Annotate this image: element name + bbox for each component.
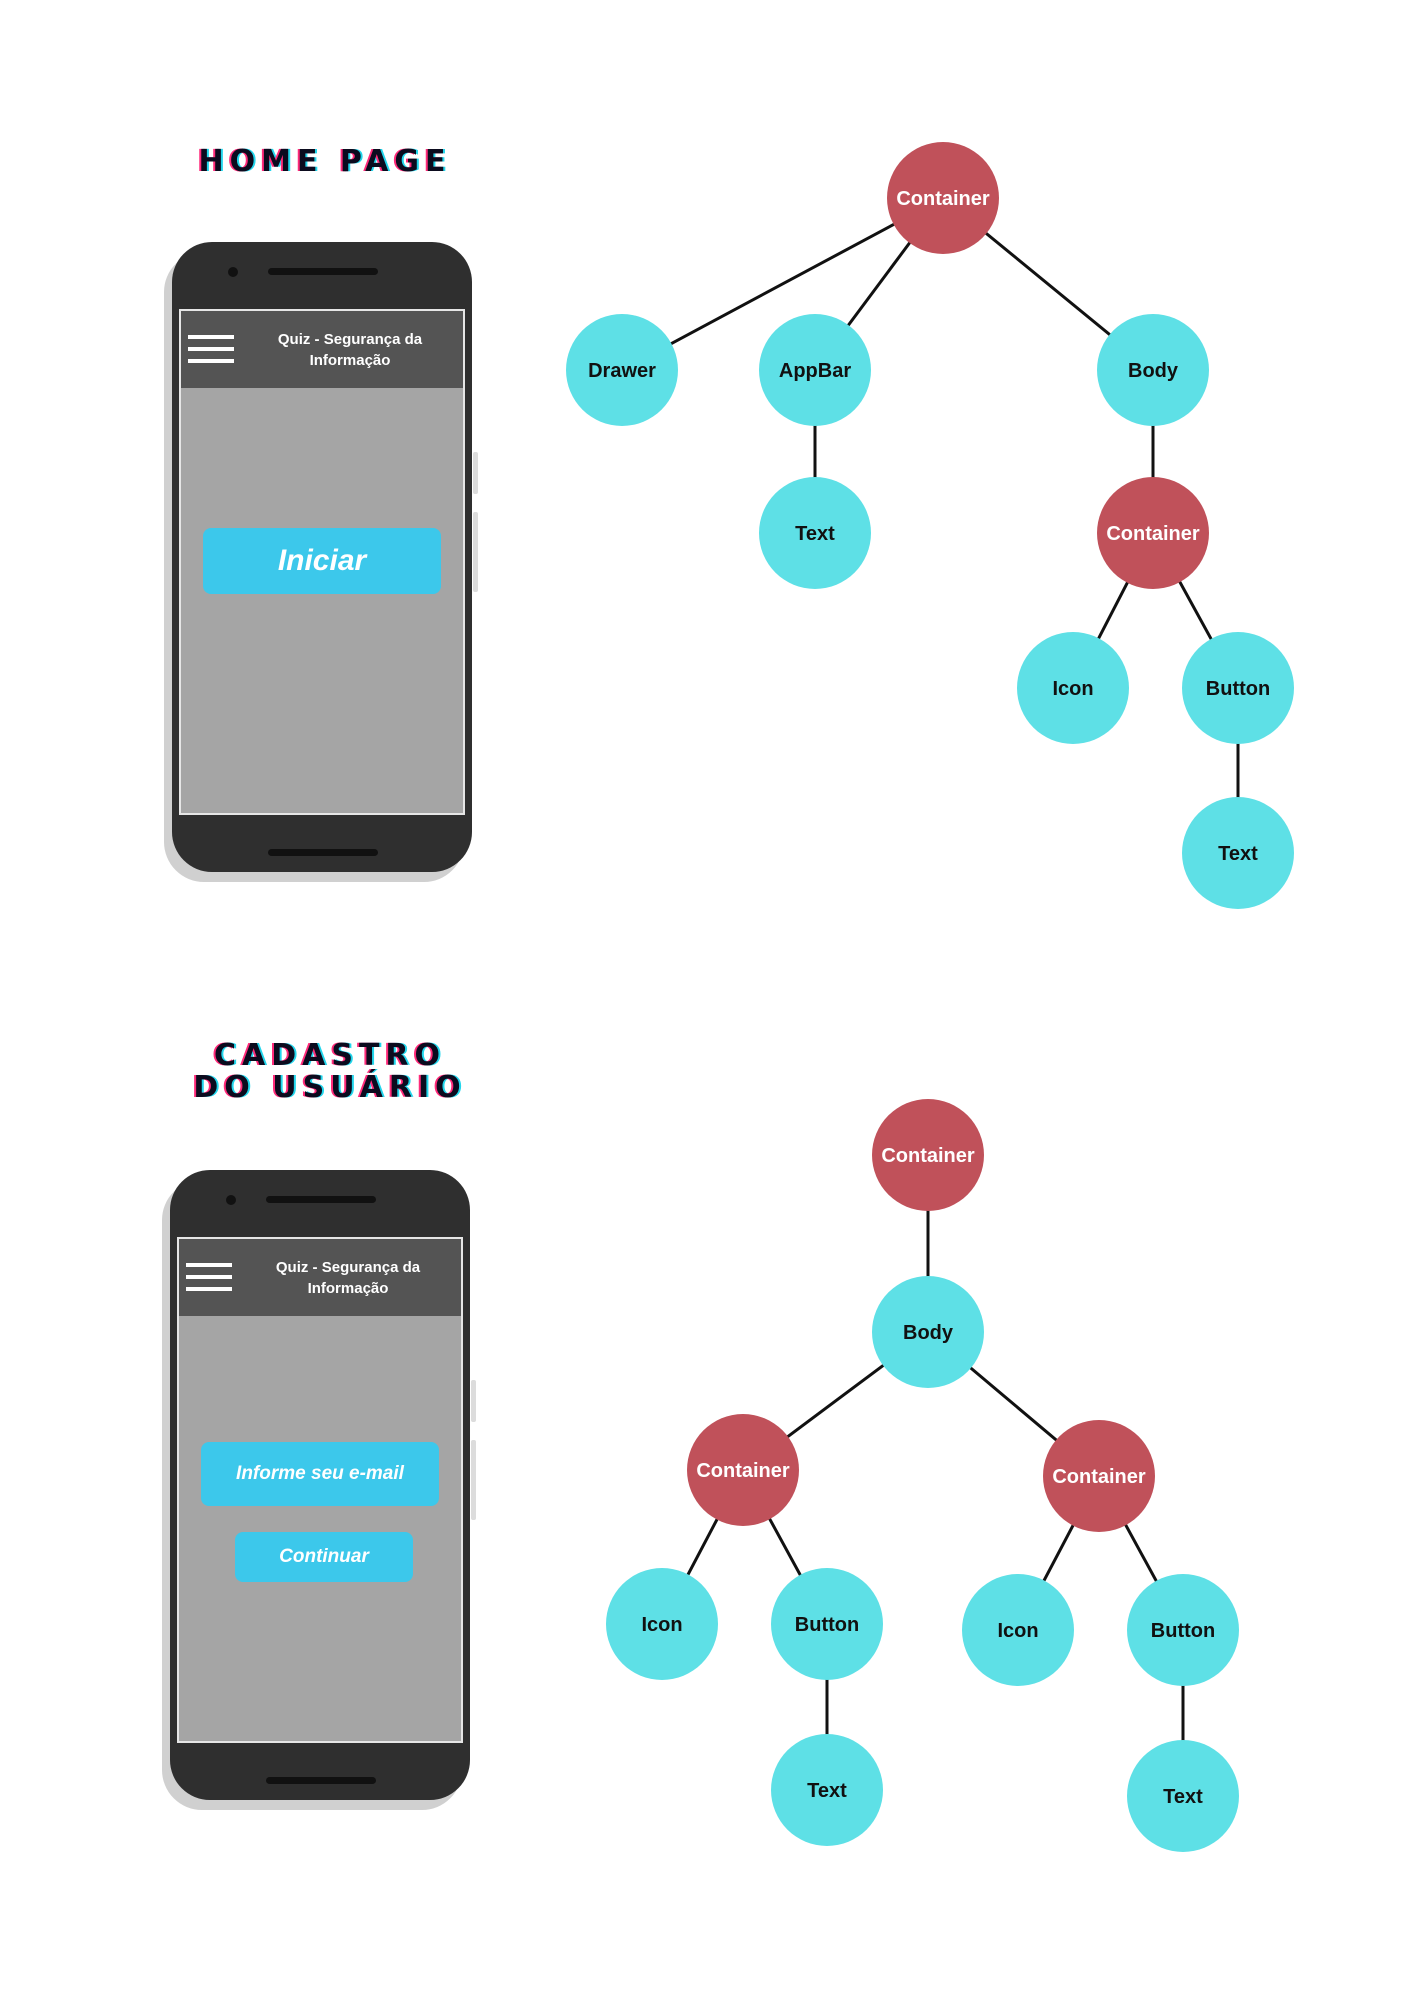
continuar-button[interactable]: Continuar: [235, 1532, 413, 1582]
app-bar-title: Quiz - Segurança da Informação: [275, 1259, 421, 1297]
tree-node-c-button-left: Button: [771, 1568, 883, 1680]
tree-node-circle: [1182, 632, 1294, 744]
iniciar-button[interactable]: Iniciar: [203, 528, 441, 594]
cadastro-title-line-1: CADASTRO: [213, 1038, 447, 1073]
tree-node-label: Text: [1218, 843, 1258, 865]
tree-node-circle: [1127, 1574, 1239, 1686]
bottom-speaker-icon: [268, 849, 378, 856]
camera-icon: [228, 267, 238, 277]
phone-side-button: [473, 512, 478, 592]
app-bar: Quiz - Segurança da Informação: [181, 311, 463, 388]
tree-node-h-button-text: Text: [1182, 797, 1294, 909]
tree-node-h-button: Button: [1182, 632, 1294, 744]
phone-screen: Quiz - Segurança da Informação Informe s…: [177, 1237, 463, 1743]
tree-node-circle: [962, 1574, 1074, 1686]
tree-node-circle: [771, 1734, 883, 1846]
phone-body: Quiz - Segurança da Informação Informe s…: [170, 1170, 476, 1800]
tree-edge: [621, 196, 944, 372]
tree-node-label: Icon: [1052, 678, 1093, 700]
app-bar: Quiz - Segurança da Informação: [179, 1239, 461, 1316]
tree-node-label: Container: [1106, 523, 1200, 545]
tree-node-c-icon-right: Icon: [962, 1574, 1074, 1686]
tree-node-label: Body: [1128, 360, 1179, 382]
phone-side-button: [471, 1380, 476, 1422]
tree-node-label: Container: [896, 188, 990, 210]
tree-node-label: Text: [1163, 1786, 1203, 1808]
tree-node-circle: [1017, 632, 1129, 744]
tree-node-label: Container: [696, 1460, 790, 1482]
tree-node-circle: [1182, 797, 1294, 909]
menu-icon[interactable]: [188, 335, 234, 365]
tree-node-label: Container: [881, 1145, 975, 1167]
tree-node-c-container-right: Container: [1043, 1420, 1155, 1532]
tree-node-h-appbar: AppBar: [759, 314, 871, 426]
tree-node-h-icon: Icon: [1017, 632, 1129, 744]
tree-node-c-body: Body: [872, 1276, 984, 1388]
tree-node-circle: [872, 1099, 984, 1211]
tree-node-label: Body: [903, 1322, 954, 1344]
phone-screen: Quiz - Segurança da Informação Iniciar: [179, 309, 465, 815]
tree-node-circle: [1097, 314, 1209, 426]
app-bar-title: Quiz - Segurança da Informação: [277, 331, 423, 369]
tree-node-label: Container: [1052, 1466, 1146, 1488]
tree-node-circle: [606, 1568, 718, 1680]
speaker-icon: [268, 268, 378, 275]
tree-node-circle: [872, 1276, 984, 1388]
tree-node-c-button-right: Button: [1127, 1574, 1239, 1686]
home-phone-mockup: Quiz - Segurança da Informação Iniciar: [164, 242, 478, 882]
tree-node-c-icon-left: Icon: [606, 1568, 718, 1680]
tree-node-label: Text: [807, 1780, 847, 1802]
tree-node-circle: [1097, 477, 1209, 589]
tree-node-h-drawer: Drawer: [566, 314, 678, 426]
tree-node-c-text-right: Text: [1127, 1740, 1239, 1852]
tree-node-c-text-left: Text: [771, 1734, 883, 1846]
tree-node-circle: [771, 1568, 883, 1680]
email-input-button[interactable]: Informe seu e-mail: [201, 1442, 439, 1506]
tree-node-h-container-root: Container: [887, 142, 999, 254]
tree-node-label: Icon: [997, 1620, 1038, 1642]
home-page-title: HOME PAGE: [198, 144, 452, 179]
phone-side-button: [473, 452, 478, 494]
cadastro-title-line-2: DO USUÁRIO: [193, 1069, 467, 1105]
bottom-speaker-icon: [266, 1777, 376, 1784]
tree-node-h-container-body: Container: [1097, 477, 1209, 589]
cadastro-phone-mockup: Quiz - Segurança da Informação Informe s…: [162, 1170, 476, 1810]
tree-node-circle: [566, 314, 678, 426]
phone-side-button: [471, 1440, 476, 1520]
tree-node-label: Button: [1151, 1620, 1215, 1642]
phone-body: Quiz - Segurança da Informação Iniciar: [172, 242, 478, 872]
speaker-icon: [266, 1196, 376, 1203]
menu-icon[interactable]: [186, 1263, 232, 1293]
tree-node-label: Text: [795, 523, 835, 545]
camera-icon: [226, 1195, 236, 1205]
tree-node-label: Icon: [641, 1614, 682, 1636]
tree-node-c-container-left: Container: [687, 1414, 799, 1526]
tree-node-circle: [759, 477, 871, 589]
tree-node-h-body: Body: [1097, 314, 1209, 426]
tree-node-label: Drawer: [588, 360, 656, 382]
tree-node-circle: [1043, 1420, 1155, 1532]
tree-node-h-appbar-text: Text: [759, 477, 871, 589]
tree-node-circle: [687, 1414, 799, 1526]
tree-node-circle: [759, 314, 871, 426]
tree-node-circle: [1127, 1740, 1239, 1852]
tree-node-c-container-root: Container: [872, 1099, 984, 1211]
tree-node-label: Button: [795, 1614, 859, 1636]
tree-node-circle: [887, 142, 999, 254]
cadastro-page-title: CADASTRO DO USUÁRIO: [170, 1040, 490, 1103]
tree-node-label: AppBar: [779, 360, 851, 382]
tree-node-label: Button: [1206, 678, 1270, 700]
